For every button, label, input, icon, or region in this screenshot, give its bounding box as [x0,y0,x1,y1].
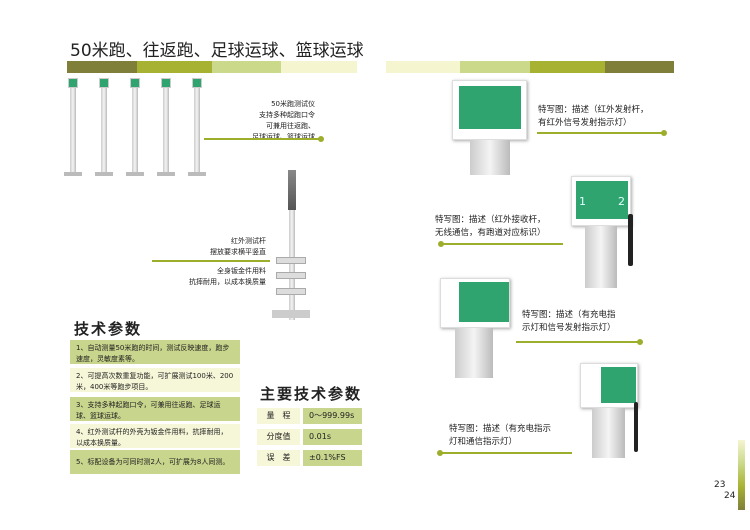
pole-caption-2: 全身钣金件用料 抗摔耐用，以成本换质量 [160,266,266,288]
caption-line-rule [204,138,320,140]
device-caption: 50米跑测试仪 支持多种起跑口令 可兼用往返跑、 足球运球、篮球运球 [220,99,315,143]
spec-row: 分度值 0.01s [257,429,362,445]
closeup-caption: 特写图：描述（有充电指 示灯和信号发射指示灯） [522,309,616,335]
color-bar [281,61,357,73]
page-number: 24 [724,491,736,501]
caption-line: 全身钣金件用料 [217,267,266,275]
caption-line-rule [537,132,664,134]
spec-key: 分度值 [257,429,300,445]
page-number: 23 [714,480,726,490]
caption-line-rule [516,341,640,343]
caption-line: 灯和通信指示灯） [449,437,518,447]
caption-dot [661,130,667,136]
color-bar [530,61,605,73]
caption-line: 无线通信，有跑道对应标识） [435,228,546,238]
lane-digit: 2 [618,195,625,208]
closeup-caption: 特写图：描述（有充电指示 灯和通信指示灯） [449,423,551,449]
caption-line: 抗摔耐用，以成本换质量 [189,278,266,286]
caption-line: 50米跑测试仪 [271,100,315,108]
color-bar [460,61,530,73]
color-bar [137,61,212,73]
tech-item: 5、标配设备为可同时测2人，可扩展为8人同测。 [70,450,240,474]
caption-dot [318,136,324,142]
caption-line: 红外测试杆 [231,237,266,245]
color-bar [67,61,137,73]
page-title: 50米跑、往返跑、足球运球、篮球运球 [70,41,364,61]
spec-value: 0.01s [303,429,362,445]
caption-line: 可兼用往返跑、 [266,122,315,130]
caption-line: 足球运球、篮球运球 [252,133,315,141]
closeup-caption: 特写图：描述（红外接收杆， 无线通信，有跑道对应标识） [435,214,546,240]
caption-line: 支持多种起跑口令 [259,111,315,119]
tech-params-heading: 技术参数 [74,320,143,338]
caption-line-rule [440,243,563,245]
color-bar [386,61,460,73]
caption-line: 有红外信号发射指示灯） [538,118,632,128]
edge-color-strip [738,440,745,510]
color-bar [605,61,674,73]
spec-row: 误 差 ±0.1%FS [257,450,362,466]
spec-value: 0～999.99s [303,408,362,424]
tech-item: 3、支持多种起跑口令，可兼用往返跑、足球运球、篮球运球。 [70,397,240,421]
spec-key: 量 程 [257,408,300,424]
spec-value: ±0.1%FS [303,450,362,466]
lane-digit: 1 [579,195,586,208]
spec-table: 量 程 0～999.99s 分度值 0.01s 误 差 ±0.1%FS [257,408,362,466]
caption-line: 特写图：描述（有充电指示 [449,424,552,434]
caption-line: 示灯和信号发射指示灯） [522,323,616,333]
caption-dot [637,339,643,345]
caption-line: 特写图：描述（红外接收杆， [435,215,546,225]
caption-line-rule [152,260,270,262]
tech-item: 4、红外测试杆的外壳为钣金件用料，抗摔耐用，以成本换质量。 [70,424,240,448]
pole-caption-1: 红外测试杆 摆放要求横平竖直 [160,236,266,258]
spec-row: 量 程 0～999.99s [257,408,362,424]
caption-line-rule [440,452,572,454]
caption-line: 特写图：描述（红外发射杆， [538,105,649,115]
caption-line: 摆放要求横平竖直 [210,248,266,256]
color-bar [212,61,281,73]
tech-item: 1、自动测量50米跑的时间，测试反映速度，跑步速度，灵敏度素等。 [70,340,240,364]
tech-item: 2、可提高次数重复功能，可扩展测试100米、200米，400米等跑步项目。 [70,368,240,392]
closeup-caption: 特写图：描述（红外发射杆， 有红外信号发射指示灯） [538,104,649,130]
main-params-heading: 主要技术参数 [260,385,363,403]
caption-line: 特写图：描述（有充电指 [522,310,616,320]
spec-key: 误 差 [257,450,300,466]
